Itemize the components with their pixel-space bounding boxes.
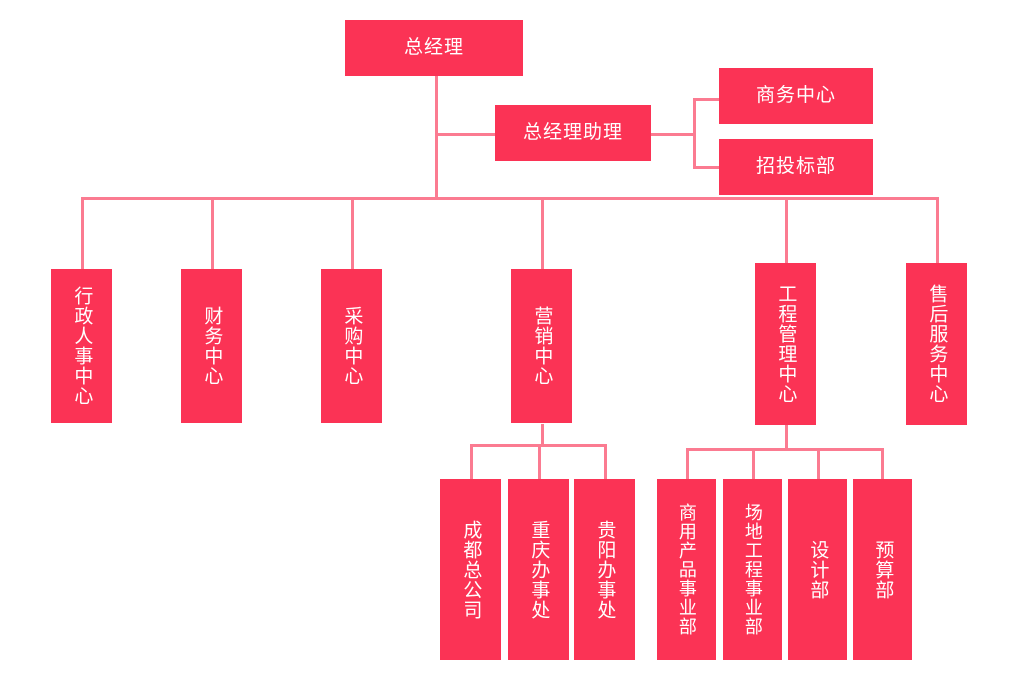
connector-gm-trunk xyxy=(435,76,438,199)
node-gm-assistant[interactable]: 总经理助理 xyxy=(495,105,651,161)
node-business-center[interactable]: 商务中心 xyxy=(719,68,873,124)
connector-drop-budget xyxy=(881,448,884,480)
connector-drop-marketing xyxy=(541,197,544,269)
connector-drop-site-engineering xyxy=(752,448,755,480)
connector-drop-admin-hr xyxy=(81,197,84,269)
connector-engineering-stem xyxy=(785,424,788,450)
node-budget-dept[interactable]: 预算部 xyxy=(853,479,912,660)
node-engineering-center[interactable]: 工程管理中心 xyxy=(755,263,816,425)
connector-drop-chengdu xyxy=(470,444,473,480)
node-commercial-product-div[interactable]: 商用产品事业部 xyxy=(657,479,716,660)
node-finance-center[interactable]: 财务中心 xyxy=(181,269,242,423)
node-bidding-dept[interactable]: 招投标部 xyxy=(719,139,873,195)
connector-main-bus xyxy=(81,197,939,200)
node-procurement-center[interactable]: 采购中心 xyxy=(321,269,382,423)
connector-drop-finance xyxy=(211,197,214,269)
node-chengdu-hq[interactable]: 成都总公司 xyxy=(440,479,501,660)
connector-drop-design xyxy=(817,448,820,480)
connector-to-business-center xyxy=(693,98,720,101)
node-aftersales-center[interactable]: 售后服务中心 xyxy=(906,263,967,425)
node-guiyang-office[interactable]: 贵阳办事处 xyxy=(574,479,635,660)
connector-assistant-to-junction xyxy=(651,133,696,136)
connector-engineering-bus xyxy=(686,448,884,451)
connector-to-bidding-dept xyxy=(693,166,720,169)
node-site-engineering-div[interactable]: 场地工程事业部 xyxy=(723,479,782,660)
node-marketing-center[interactable]: 营销中心 xyxy=(511,269,572,423)
connector-drop-chongqing xyxy=(538,444,541,480)
node-chongqing-office[interactable]: 重庆办事处 xyxy=(508,479,569,660)
connector-assistant-branch-bar xyxy=(693,98,696,169)
node-admin-hr-center[interactable]: 行政人事中心 xyxy=(51,269,112,423)
connector-drop-engineering xyxy=(785,197,788,269)
connector-drop-commercial-product xyxy=(686,448,689,480)
node-general-manager[interactable]: 总经理 xyxy=(345,20,523,76)
connector-drop-guiyang xyxy=(604,444,607,480)
connector-drop-aftersales xyxy=(936,197,939,269)
connector-marketing-stem xyxy=(541,424,544,446)
node-design-dept[interactable]: 设计部 xyxy=(788,479,847,660)
connector-drop-procurement xyxy=(351,197,354,269)
connector-gm-to-assistant xyxy=(435,133,495,136)
